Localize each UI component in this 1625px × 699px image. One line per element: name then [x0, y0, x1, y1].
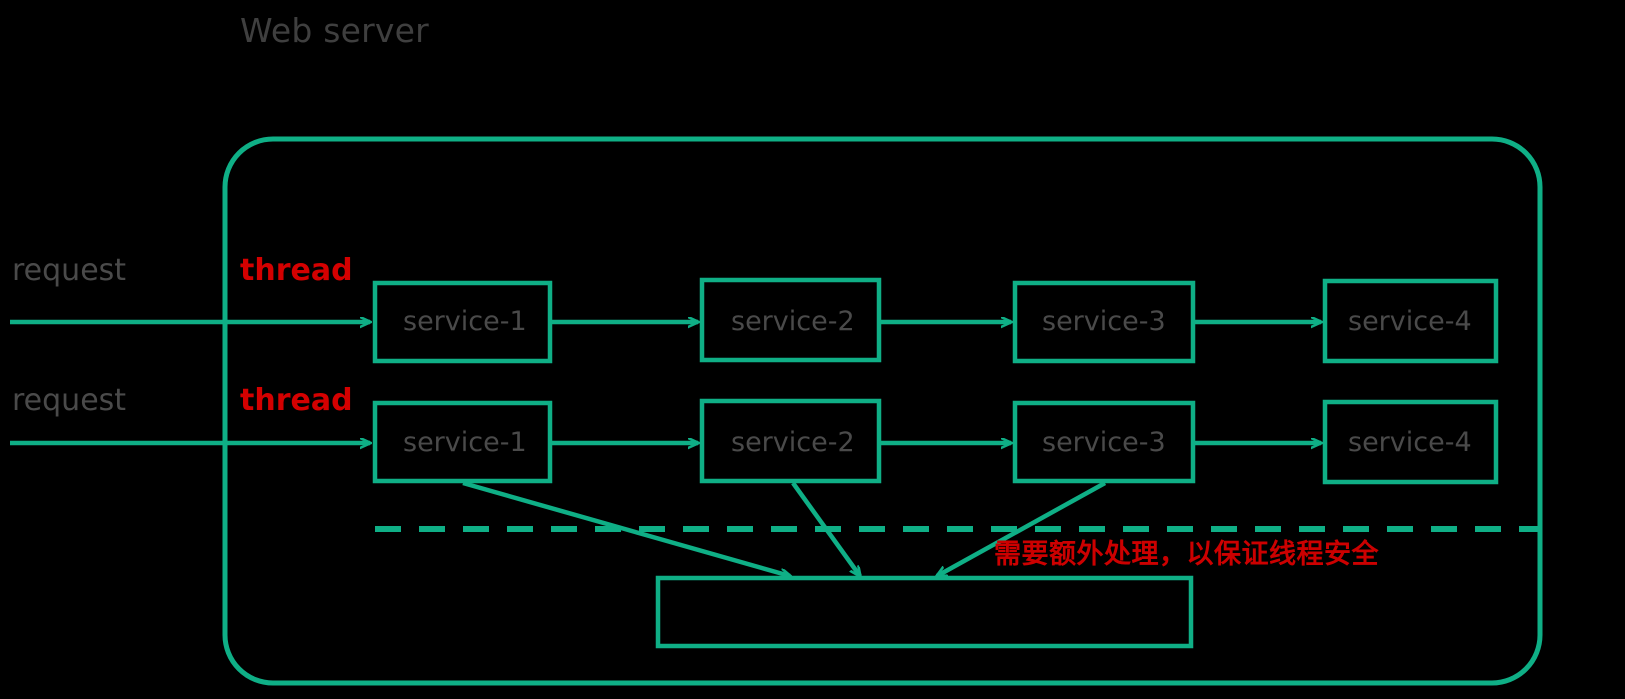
service-label-2-2: service-2: [731, 427, 855, 458]
service-label-1-1: service-1: [403, 306, 527, 337]
service-box-1-2: [699, 277, 882, 363]
service-box-2-1: [372, 400, 553, 484]
shared-arrow-from-service-3: [937, 481, 1107, 578]
service-label-2-1: service-1: [403, 427, 527, 458]
service-box-1-1: [372, 280, 553, 364]
shared-arrow-from-service-1: [462, 480, 790, 576]
service-box-2-4: [1322, 399, 1499, 485]
thread-label-lane-2: thread: [240, 383, 353, 418]
shared-arrow-from-service-2: [791, 481, 860, 576]
web-server-boundary: [222, 136, 1543, 686]
service-box-2-2: [699, 398, 882, 484]
service-box-1-3: [1012, 280, 1196, 364]
service-label-2-3: service-3: [1042, 427, 1166, 458]
service-label-1-4: service-4: [1348, 306, 1472, 337]
shared-resource-box: [655, 575, 1194, 649]
thread-safety-note: 需要额外处理，以保证线程安全: [994, 539, 1379, 570]
service-label-2-4: service-4: [1348, 427, 1472, 458]
service-box-1-4: [1322, 278, 1499, 364]
diagram-title: Web server: [240, 11, 429, 50]
service-label-1-2: service-2: [731, 306, 855, 337]
request-label-lane-2: request: [12, 383, 127, 418]
thread-label-lane-1: thread: [240, 253, 353, 288]
service-label-1-3: service-3: [1042, 306, 1166, 337]
service-box-2-3: [1012, 400, 1196, 484]
request-label-lane-1: request: [12, 253, 127, 288]
